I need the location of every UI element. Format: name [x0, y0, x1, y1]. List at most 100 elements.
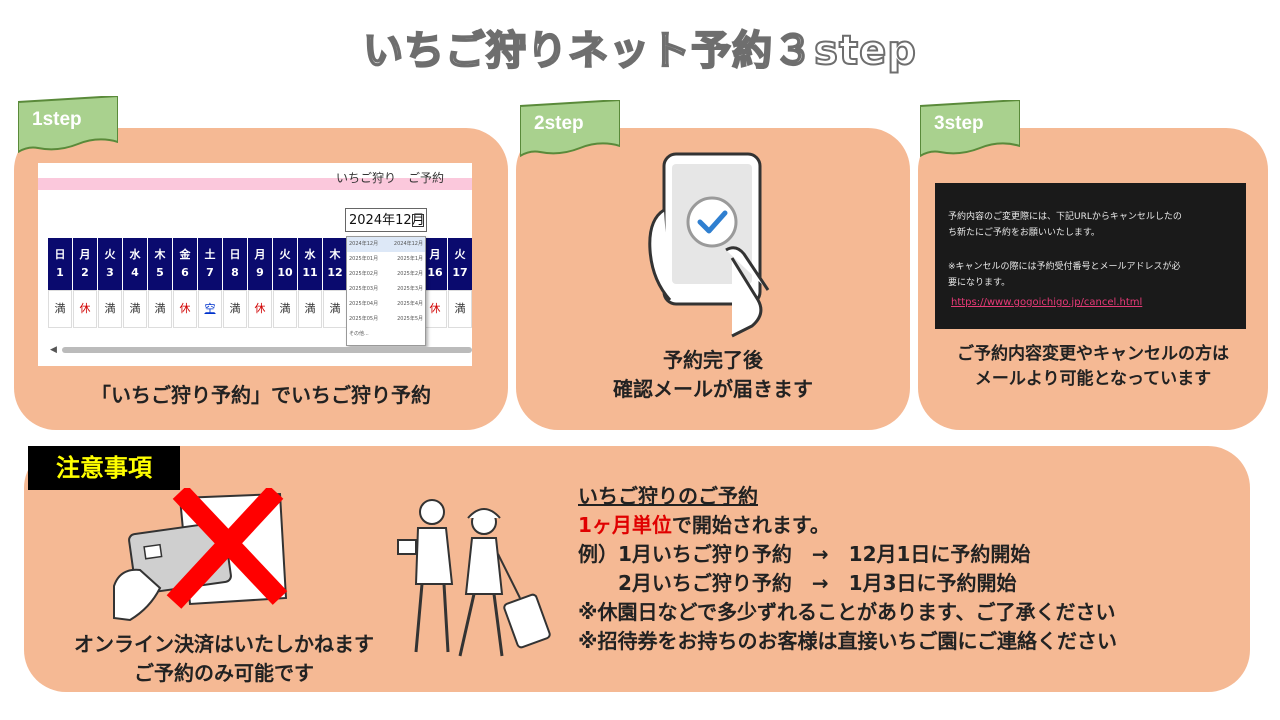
payment-note-line2: ご予約のみ可能です — [134, 661, 314, 685]
day-status[interactable]: 満 — [273, 290, 297, 328]
day-status[interactable]: 満 — [98, 290, 122, 328]
day-number: 16 — [427, 266, 443, 279]
step2-caption-line2: 確認メールが届きます — [613, 377, 813, 401]
day-of-week: 木 — [154, 248, 166, 261]
day-of-week: 火 — [454, 248, 466, 261]
notes-unit-rest: で開始されます。 — [671, 513, 830, 537]
notice-badge: 注意事項 — [28, 446, 180, 490]
step3-flag: 3step — [920, 100, 1020, 158]
month-option[interactable]: その他... — [347, 327, 425, 342]
calendar-icon[interactable] — [412, 214, 424, 227]
day-of-week: 金 — [179, 248, 191, 261]
step3-caption: ご予約内容変更やキャンセルの方は メールより可能となっています — [918, 342, 1268, 392]
day-of-week: 月 — [254, 248, 266, 261]
day-number: 17 — [452, 266, 468, 279]
month-option-label: 2025年02月 — [349, 271, 379, 277]
day-of-week: 土 — [204, 248, 216, 261]
payment-note: オンライン決済はいたしかねます ご予約のみ可能です — [24, 630, 424, 688]
day-of-week: 木 — [329, 248, 341, 261]
day-of-week: 月 — [79, 248, 91, 261]
day-number: 4 — [131, 266, 139, 279]
day-status[interactable]: 満 — [448, 290, 472, 328]
cancel-link[interactable]: https://www.gogoichigo.jp/cancel.html — [951, 297, 1143, 308]
day-status[interactable]: 満 — [123, 290, 147, 328]
step1-caption: 「いちご狩り予約」でいちご狩り予約 — [91, 383, 431, 407]
month-select[interactable]: 2024年12月 — [345, 208, 427, 232]
notes-note2: ※招待券をお持ちのお客様は直接いちご園にご連絡ください — [578, 629, 1118, 653]
day-status[interactable]: 休 — [173, 290, 197, 328]
step3-label: 3step — [934, 113, 984, 134]
step2-label: 2step — [534, 113, 584, 134]
day-of-week: 水 — [304, 248, 316, 261]
page-title: いちご狩りネット予約３step — [362, 27, 917, 75]
day-number: 10 — [277, 266, 293, 279]
month-option-value: 2025年4月 — [397, 301, 423, 307]
day-of-week: 月 — [429, 248, 441, 261]
horizontal-scrollbar[interactable] — [62, 347, 472, 353]
day-status[interactable]: 満 — [223, 290, 247, 328]
month-option-label: 2025年01月 — [349, 256, 379, 262]
month-option-value: 2025年1月 — [397, 256, 423, 262]
day-status[interactable]: 満 — [148, 290, 172, 328]
day-number: 8 — [231, 266, 239, 279]
step3-caption-line2: メールより可能となっています — [974, 369, 1212, 389]
calendar-day[interactable]: 火 17 満 — [448, 238, 472, 328]
month-option-label: 2024年12月 — [349, 241, 379, 247]
day-status[interactable]: 満 — [298, 290, 322, 328]
day-status[interactable]: 休 — [73, 290, 97, 328]
day-status[interactable]: 満 — [48, 290, 72, 328]
day-number: 3 — [106, 266, 114, 279]
day-status[interactable]: 休 — [423, 290, 447, 328]
payment-note-line1: オンライン決済はいたしかねます — [74, 632, 374, 656]
month-option-label: 2025年05月 — [349, 316, 379, 322]
day-status[interactable]: 空 — [198, 290, 222, 328]
day-number: 2 — [81, 266, 89, 279]
notes-heading: いちご狩りのご予約 — [578, 484, 758, 508]
day-of-week: 日 — [54, 248, 66, 261]
email-line3: ※キャンセルの際には予約受付番号とメールアドレスが必 — [948, 262, 1181, 272]
calendar-day[interactable]: 土 7 空 — [198, 238, 222, 328]
month-option-value: 2025年3月 — [397, 286, 423, 292]
calendar-day[interactable]: 水 4 満 — [123, 238, 147, 328]
day-number: 7 — [206, 266, 214, 279]
month-option-value: 2025年5月 — [397, 316, 423, 322]
day-status[interactable]: 休 — [248, 290, 272, 328]
calendar-day-header: 火 17 — [448, 238, 472, 290]
month-option-label: その他... — [349, 331, 369, 337]
day-status[interactable]: 満 — [323, 290, 347, 328]
email-message-box: 予約内容のご変更際には、下記URLからキャンセルしたの ち新たにご予約をお願いい… — [935, 183, 1246, 329]
month-option[interactable]: 2025年01月 2025年1月 — [347, 252, 425, 267]
month-option-value: 2024年12月 — [393, 241, 423, 247]
day-of-week: 水 — [129, 248, 141, 261]
month-option[interactable]: 2025年05月 2025年5月 — [347, 312, 425, 327]
scroll-left-icon[interactable]: ◀ — [50, 345, 57, 355]
calendar-day[interactable]: 月 16 休 — [423, 238, 447, 328]
step1-flag: 1step — [18, 96, 118, 154]
day-number: 9 — [256, 266, 264, 279]
calendar-header: いちご狩り ご予約 — [336, 171, 445, 185]
month-option[interactable]: 2024年12月 2024年12月 — [347, 237, 425, 252]
reservation-notes: いちご狩りのご予約 1ヶ月単位で開始されます。 例）1月いちご狩り予約 → 12… — [578, 482, 1117, 656]
